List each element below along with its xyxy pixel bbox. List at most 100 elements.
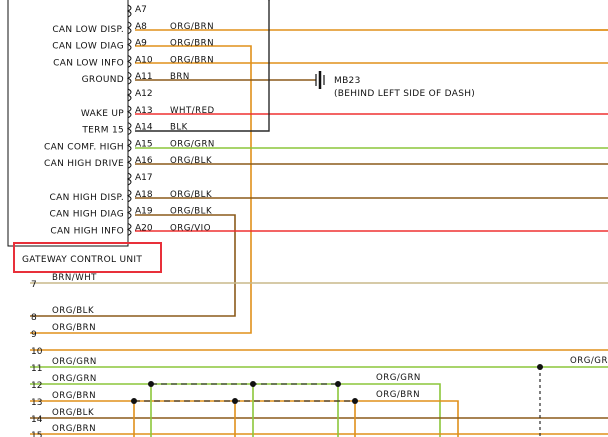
pin-contact-icon (126, 21, 132, 35)
pin-id: A15 (135, 139, 153, 149)
row-number: 8 (31, 313, 37, 323)
pin-contact-icon (126, 189, 132, 203)
pin-id: A8 (135, 22, 147, 32)
pin-function-label: CAN HIGH DIAG (49, 210, 124, 220)
row-number: 14 (31, 415, 43, 425)
row-number: 13 (31, 398, 42, 408)
pin-row-a17: A17 (126, 172, 153, 186)
connector-row-14: 14 ORG/BLK (31, 408, 94, 425)
pin-wire-color: ORG/VIO (170, 223, 211, 233)
connector-row-7: 7 BRN/WHT (31, 273, 97, 290)
pin-function-label: CAN HIGH DISP. (50, 193, 124, 203)
pin-row-a11: A11 GROUND BRN (82, 71, 190, 85)
pin-row-a8: A8 CAN LOW DISP. ORG/BRN (52, 21, 214, 35)
splice-dot (250, 381, 256, 387)
pin-wire-color: ORG/BLK (170, 190, 212, 200)
connector-row-15: 15 ORG/BRN (31, 424, 96, 437)
pin-contact-icon (126, 71, 132, 85)
splice-dot (232, 398, 238, 404)
row-wire-color: ORG/BLK (52, 408, 94, 418)
pin-id: A17 (135, 173, 153, 183)
pin-contact-icon (126, 138, 132, 152)
connector-row-10: 10 (31, 347, 43, 357)
connector-row-12: 12 ORG/GRN (31, 374, 97, 391)
ground-location: (BEHIND LEFT SIDE OF DASH) (334, 89, 475, 99)
extra-wire-label: ORG/GRN (570, 356, 608, 366)
pin-id: A14 (135, 123, 153, 133)
pin-contact-icon (126, 105, 132, 119)
pin-wire-color: ORG/BLK (170, 207, 212, 217)
pin-contact-icon (126, 88, 132, 102)
splice-dot (352, 398, 358, 404)
row-wire-color: BRN/WHT (52, 273, 97, 283)
pin-function-label: TERM 15 (81, 126, 124, 136)
pin-contact-icon (126, 122, 132, 136)
pin-row-a9: A9 CAN LOW DIAG ORG/BRN (52, 38, 214, 52)
row-number: 9 (31, 330, 37, 340)
wire-row-13 (30, 400, 459, 437)
pin-wire-color: ORG/GRN (170, 139, 215, 149)
connector-row-9: 9 ORG/BRN (31, 323, 96, 340)
pin-function-label: CAN HIGH DRIVE (44, 159, 124, 169)
pin-contact-icon (126, 222, 132, 236)
pin-id: A12 (135, 89, 153, 99)
pin-id: A13 (135, 106, 153, 116)
splice-dot (537, 364, 543, 370)
row-number: 12 (31, 381, 42, 391)
row-number: 7 (31, 280, 37, 290)
row-wire-color: ORG/GRN (52, 357, 97, 367)
pin-id: A9 (135, 39, 147, 49)
wire-a9 (30, 45, 252, 334)
wire-a19 (30, 214, 236, 317)
pin-contact-icon (126, 54, 132, 68)
row-wire-color: ORG/GRN (52, 374, 97, 384)
pin-id: A19 (135, 207, 153, 217)
row-number: 10 (31, 347, 43, 357)
pin-wire-color: ORG/BRN (170, 22, 214, 32)
splice-dot (148, 381, 154, 387)
pin-id: A7 (135, 5, 147, 15)
connector-rows: 7BRN/WHT8ORG/BLK9ORG/BRN1011ORG/GRN12ORG… (31, 273, 97, 437)
pin-function-label: CAN LOW DIAG (52, 42, 124, 52)
pin-id: A10 (135, 55, 153, 65)
pin-contact-icon (126, 4, 132, 18)
pin-row-a19: A19 CAN HIGH DIAG ORG/BLK (49, 206, 212, 220)
pin-function-label: CAN LOW DISP. (52, 25, 124, 35)
pin-wire-color: ORG/BLK (170, 156, 212, 166)
pin-wire-color: BLK (170, 123, 188, 133)
pin-wire-color: WHT/RED (170, 106, 215, 116)
pin-wires (30, 0, 608, 334)
pin-wire-color: ORG/BRN (170, 39, 214, 49)
extra-wire-label: ORG/BRN (376, 390, 420, 400)
ground-name: MB23 (334, 76, 361, 86)
row-wire-color: ORG/BLK (52, 306, 94, 316)
pin-function-label: CAN LOW INFO (53, 58, 124, 68)
pin-row-a12: A12 (126, 88, 153, 102)
pin-row-a18: A18 CAN HIGH DISP. ORG/BLK (50, 189, 212, 203)
pin-contact-icon (126, 172, 132, 186)
pin-wire-color: BRN (170, 72, 190, 82)
pin-id: A18 (135, 190, 153, 200)
row-wires (30, 282, 608, 437)
pin-function-label: WAKE UP (81, 109, 124, 119)
pin-id: A16 (135, 156, 153, 166)
pin-contact-icon (126, 155, 132, 169)
row-wire-color: ORG/BRN (52, 424, 96, 434)
wire-a14 (135, 0, 270, 132)
connector-row-13: 13 ORG/BRN (31, 391, 96, 408)
pin-row-a13: A13 WAKE UP WHT/RED (81, 105, 215, 119)
splice-dot (131, 398, 137, 404)
row-number: 15 (31, 431, 42, 437)
pin-id: A11 (135, 72, 153, 82)
row-wire-color: ORG/BRN (52, 323, 96, 333)
pin-id: A20 (135, 223, 153, 233)
connector-row-8: 8 ORG/BLK (31, 306, 94, 323)
pin-function-label: GROUND (82, 75, 124, 85)
row-wire-color: ORG/BRN (52, 391, 96, 401)
